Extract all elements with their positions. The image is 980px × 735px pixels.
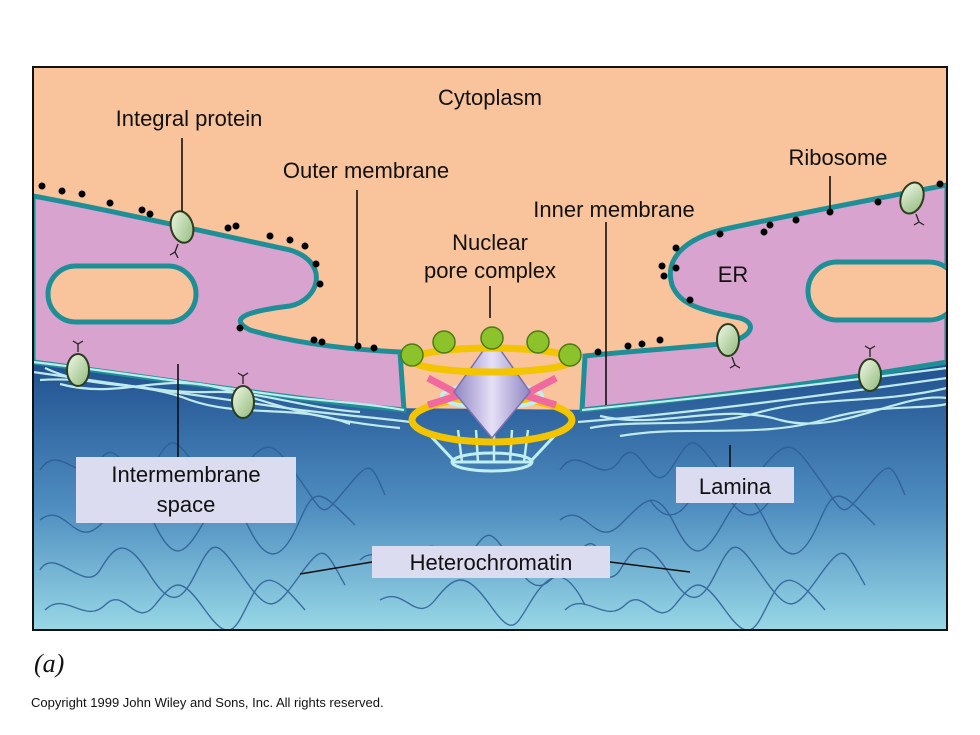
intermembrane-label-box [76, 457, 296, 523]
er-lumen-right [805, 259, 947, 323]
diagram-frame [32, 66, 948, 631]
leader-lines [177, 138, 831, 575]
label-nuclear-pore-line1: Nuclear [452, 230, 528, 255]
figure-tag: (a) [34, 649, 65, 678]
pore-cytoplasmic-knobs [400, 326, 582, 367]
copyright-notice: Copyright 1999 John Wiley and Sons, Inc.… [31, 695, 384, 710]
label-outer-membrane: Outer membrane [283, 158, 449, 183]
nuclear-pore-complex [400, 326, 582, 473]
label-er: ER [718, 262, 749, 287]
glycan-chains [72, 213, 925, 384]
label-heterochromatin: Heterochromatin [410, 550, 573, 575]
label-cytoplasm: Cytoplasm [438, 85, 542, 110]
pore-basket-ring [450, 451, 534, 473]
heterochromatin-label-box [372, 546, 610, 578]
label-ribosome: Ribosome [788, 145, 887, 170]
lamina-label-box [676, 467, 794, 503]
er-lumen-left [45, 263, 199, 325]
label-inner-membrane: Inner membrane [533, 197, 694, 222]
label-integral-protein: Integral protein [116, 106, 263, 131]
pore-basket [423, 428, 562, 464]
ribosome-dots [38, 180, 944, 356]
nucleoplasm-region [33, 360, 947, 630]
label-nuclear-pore-line2: pore complex [424, 258, 556, 283]
integral-proteins [66, 181, 925, 419]
label-lamina: Lamina [699, 474, 772, 499]
label-intermembrane-line2: space [157, 492, 216, 517]
label-intermembrane-line1: Intermembrane [111, 462, 260, 487]
lamina-meshwork [33, 360, 947, 438]
